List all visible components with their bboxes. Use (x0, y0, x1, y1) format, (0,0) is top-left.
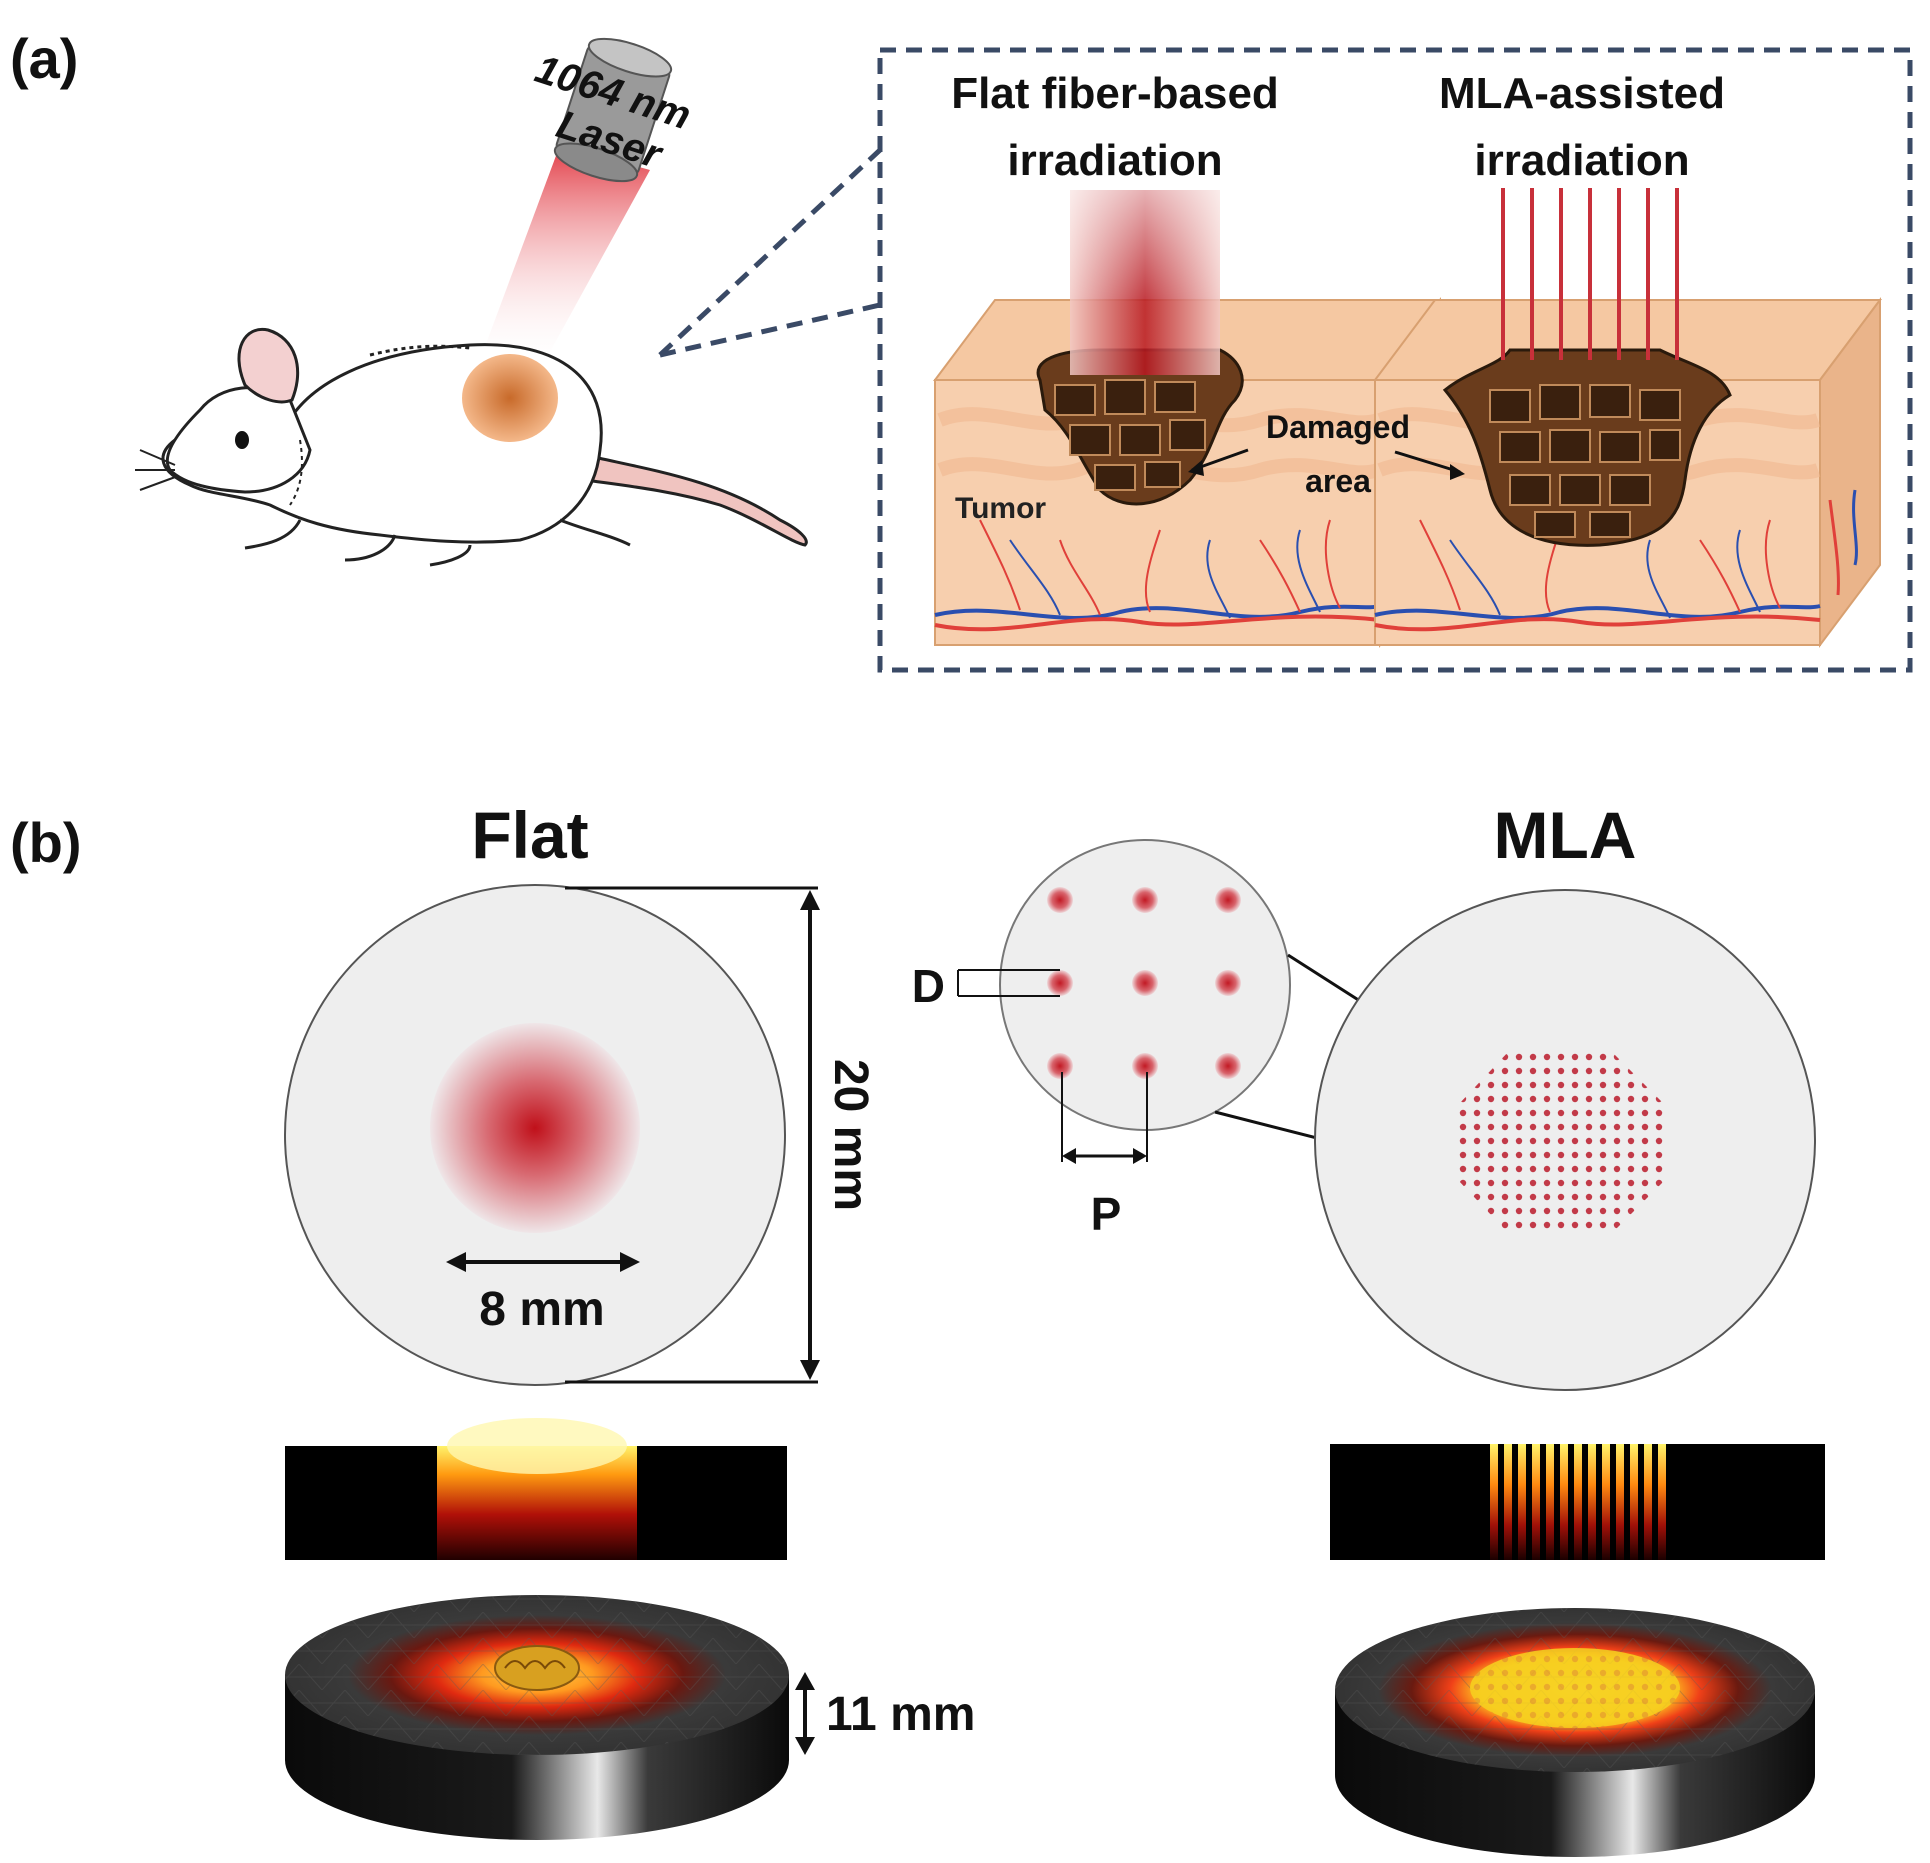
pitch-arrowhead-right (1133, 1148, 1147, 1164)
damaged-arrow-right (1394, 450, 1461, 474)
inset-frame (877, 47, 1913, 673)
callout-line-upper (658, 148, 882, 357)
tissue-block-mla (1373, 188, 1882, 648)
damaged-arrowhead-right (1450, 464, 1465, 480)
diameter-label: 20 mm (824, 1059, 877, 1211)
panel-b-label: (b) (10, 811, 82, 874)
callout-line-lower (659, 302, 881, 358)
beam-width-arrowhead-left (446, 1252, 466, 1272)
panel-a-label: (a) (10, 27, 78, 90)
pitch-arrowhead-left (1062, 1148, 1076, 1164)
mla-heat-stripes (1490, 1444, 1666, 1560)
mla-dot-array (1458, 1050, 1665, 1235)
pitch-label: P (1091, 1188, 1122, 1240)
thickness-arrowhead-top (795, 1672, 815, 1690)
mouse-laser-beam (480, 145, 650, 370)
tumor-label: Tumor (955, 492, 1046, 525)
damaged-label-line2: area (1305, 463, 1371, 499)
flat-title-line1: Flat fiber-based (951, 69, 1279, 118)
beam-width-arrowhead-right (620, 1252, 640, 1272)
flat-3d-disk (285, 1595, 789, 1840)
mla-zoom-dots (1047, 887, 1241, 1079)
damaged-label-line1: Damaged (1266, 409, 1410, 445)
mouse-illustration (135, 327, 808, 567)
mla-3d-disk (1335, 1608, 1815, 1857)
mouse-tumor (462, 354, 558, 442)
mla-title-line2: irradiation (1474, 136, 1689, 185)
diameter-arrowhead-top (800, 890, 820, 910)
spot-diameter-label: D (912, 960, 945, 1012)
beam-width-label: 8 mm (479, 1283, 604, 1336)
thickness-label: 11 mm (826, 1688, 975, 1741)
mla-title-line1: MLA-assisted (1439, 69, 1725, 118)
diameter-arrowhead-bottom (800, 1360, 820, 1380)
damaged-arrowhead-left (1188, 460, 1204, 476)
laser-device (553, 37, 673, 183)
flat-beam-spot (430, 1023, 640, 1233)
thickness-arrowhead-bottom (795, 1737, 815, 1755)
flat-heading: Flat (471, 798, 588, 872)
mla-heading: MLA (1494, 798, 1637, 872)
flat-title-line2: irradiation (1007, 136, 1222, 185)
flat-heat-hotspot (447, 1418, 627, 1474)
